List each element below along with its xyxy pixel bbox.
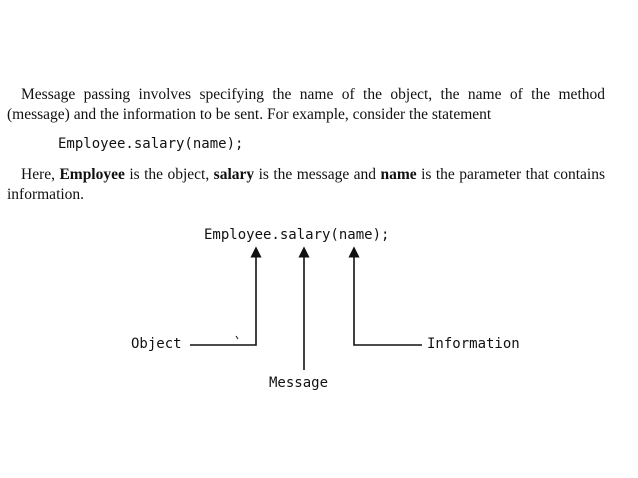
explanation-text-3: is the message and [254,166,381,183]
intro-paragraph: Message passing involves specifying the … [7,85,605,125]
explanation-text-1: Here, [21,166,60,183]
scan-mark [235,335,239,340]
object-connector-arrow [190,246,262,346]
explanation-text-2: is the object, [124,166,214,183]
code-statement: Employee.salary(name); [58,136,244,152]
keyword-salary: salary [213,166,255,183]
information-label: Information [427,336,520,352]
keyword-name: name [380,166,417,183]
keyword-employee: Employee [59,166,125,183]
information-connector-arrow [348,246,422,346]
object-label: Object [131,336,182,352]
message-label: Message [269,375,329,391]
diagram-statement: Employee.salary(name); [204,227,390,243]
explanation-paragraph: Here, Employee is the object, salary is … [7,165,605,205]
explanation-text-4: is the parameter that contains informati… [7,166,605,203]
intro-paragraph-text: Message passing involves specifying the … [7,86,605,123]
